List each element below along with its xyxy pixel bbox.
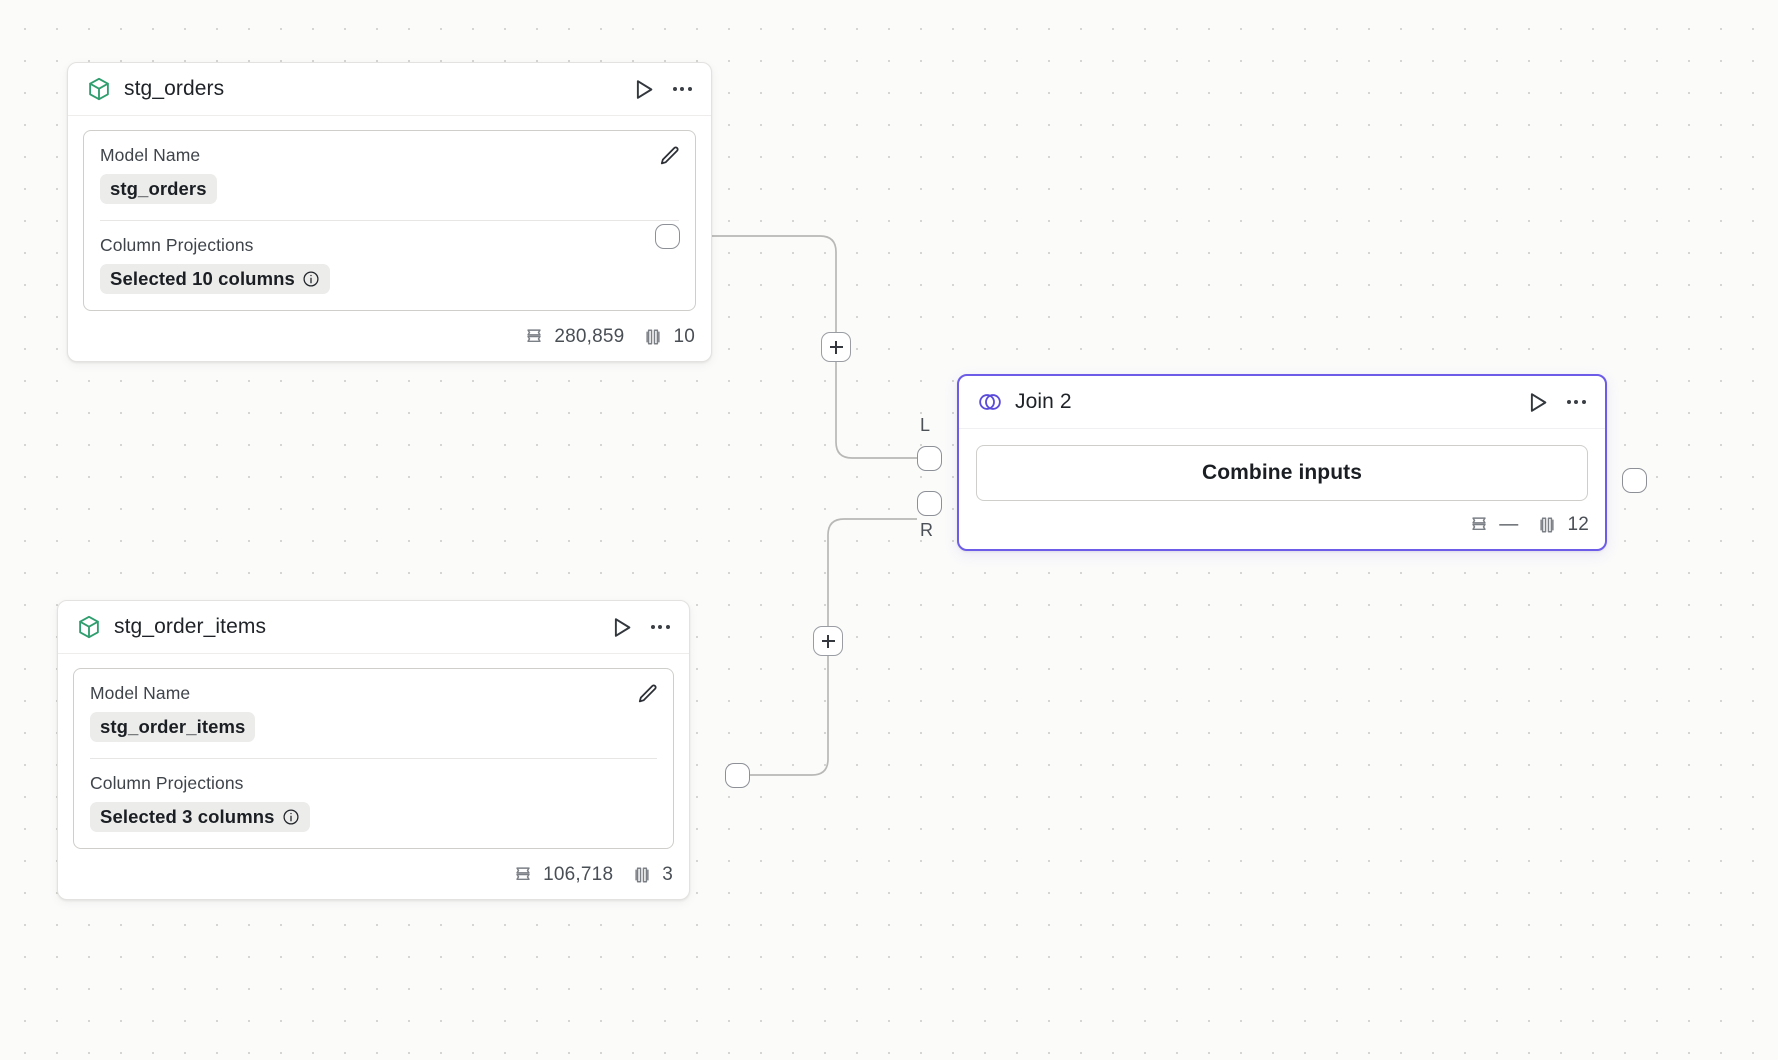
node-stg-orders[interactable]: stg_orders Model Name stg_orders [67, 62, 712, 362]
run-icon[interactable] [630, 76, 657, 103]
rows-icon [523, 326, 545, 348]
node-header[interactable]: Join 2 [959, 376, 1605, 429]
info-icon[interactable] [282, 808, 300, 826]
divider [90, 758, 657, 759]
run-icon[interactable] [1524, 389, 1551, 416]
more-options-icon[interactable] [1563, 389, 1589, 415]
row-count-value: — [1499, 514, 1519, 535]
rows-icon [512, 864, 534, 886]
columns-icon [1536, 514, 1558, 536]
node-header[interactable]: stg_order_items [58, 601, 689, 654]
column-projections-value: Selected 10 columns [110, 268, 295, 289]
column-count-value: 3 [662, 864, 673, 885]
output-port-stg-order-items[interactable] [725, 763, 750, 788]
node-body: Model Name stg_orders Column Projections… [68, 116, 711, 317]
column-projections-chip[interactable]: Selected 3 columns [90, 802, 310, 832]
add-node-button-edge-1[interactable] [821, 332, 851, 362]
more-options-icon[interactable] [669, 76, 695, 102]
row-count-stat: — [1468, 514, 1518, 536]
info-icon[interactable] [302, 270, 320, 288]
input-port-left-join-2[interactable] [917, 446, 942, 471]
more-options-icon[interactable] [647, 614, 673, 640]
column-projections-label: Column Projections [100, 235, 254, 255]
model-name-label: Model Name [90, 683, 191, 703]
edit-icon[interactable] [655, 142, 683, 170]
model-name-chip[interactable]: stg_orders [100, 174, 217, 204]
model-name-value: stg_order_items [100, 716, 246, 737]
column-projections-chip[interactable]: Selected 10 columns [100, 264, 330, 294]
port-label-right: R [920, 520, 933, 540]
venn-icon [977, 389, 1003, 415]
input-port-right-join-2[interactable] [917, 491, 942, 516]
output-port-stg-orders[interactable] [655, 224, 680, 249]
node-header[interactable]: stg_orders [68, 63, 711, 116]
model-name-value: stg_orders [110, 178, 207, 199]
column-count-value: 12 [1567, 514, 1589, 535]
cube-icon [86, 76, 112, 102]
port-label-left: L [920, 415, 931, 435]
row-count-stat: 280,859 [523, 326, 624, 348]
node-title: stg_orders [124, 77, 225, 100]
row-count-value: 106,718 [543, 864, 614, 885]
node-body: Combine inputs [959, 429, 1605, 505]
node-title: Join 2 [1015, 390, 1072, 413]
cube-icon [76, 614, 102, 640]
combine-inputs-button[interactable]: Combine inputs [976, 445, 1588, 501]
add-node-button-edge-2[interactable] [813, 626, 843, 656]
row-count-stat: 106,718 [512, 864, 613, 886]
node-body: Model Name stg_order_items Column Projec… [58, 654, 689, 855]
column-count-value: 10 [673, 326, 695, 347]
node-join-2[interactable]: Join 2 Combine inputs — [957, 374, 1607, 551]
column-projections-value: Selected 3 columns [100, 806, 275, 827]
output-port-join-2[interactable] [1622, 468, 1647, 493]
column-count-stat: 12 [1536, 514, 1589, 536]
model-properties-box: Model Name stg_order_items Column Projec… [73, 668, 674, 849]
model-name-chip[interactable]: stg_order_items [90, 712, 256, 742]
column-count-stat: 3 [631, 864, 673, 886]
column-projections-label: Column Projections [90, 773, 244, 793]
divider [100, 220, 679, 221]
run-icon[interactable] [608, 614, 635, 641]
column-count-stat: 10 [642, 326, 695, 348]
node-footer: — 12 [959, 505, 1605, 549]
node-title: stg_order_items [114, 615, 267, 638]
row-count-value: 280,859 [554, 326, 625, 347]
node-stg-order-items[interactable]: stg_order_items Model Name stg_ord [57, 600, 690, 900]
rows-icon [1468, 514, 1490, 536]
edit-icon[interactable] [633, 680, 661, 708]
columns-icon [642, 326, 664, 348]
columns-icon [631, 864, 653, 886]
model-name-label: Model Name [100, 145, 201, 165]
node-footer: 280,859 10 [68, 317, 711, 361]
node-footer: 106,718 3 [58, 855, 689, 899]
model-properties-box: Model Name stg_orders Column Projections… [83, 130, 696, 311]
